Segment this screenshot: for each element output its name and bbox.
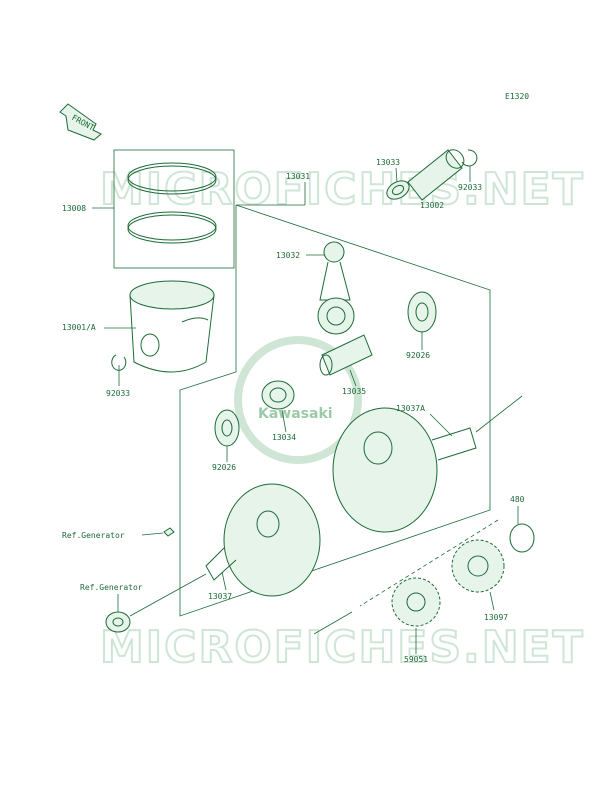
label-92026-right: 92026 xyxy=(406,351,430,360)
label-480: 480 xyxy=(510,495,525,504)
label-13033: 13033 xyxy=(376,158,400,167)
crank-pin xyxy=(319,334,373,376)
label-13034: 13034 xyxy=(272,433,296,442)
generator-nut-icon xyxy=(105,611,131,633)
kawasaki-logo: Kawasaki xyxy=(234,336,362,464)
label-13032: 13032 xyxy=(276,251,300,260)
connecting-rod xyxy=(317,241,355,335)
label-ref-generator-1: Ref.Generator xyxy=(62,531,125,540)
thrust-washer-right xyxy=(407,291,437,333)
piston-rings xyxy=(113,149,235,269)
circlip-480 xyxy=(509,523,535,553)
watermark-bottom: MICROFICHES.NET xyxy=(100,622,585,673)
crankshaft-right-half xyxy=(332,395,523,533)
label-13037a: 13037A xyxy=(396,404,425,413)
figure-code: E1320 xyxy=(505,92,529,101)
gear-59051 xyxy=(391,577,441,627)
piston xyxy=(129,280,215,373)
crankshaft-left-half xyxy=(205,483,321,597)
label-13002: 13002 xyxy=(420,201,444,210)
big-end-bearing xyxy=(261,380,295,410)
front-arrow-icon: FRONT xyxy=(59,103,102,141)
label-13097: 13097 xyxy=(484,613,508,622)
assembly-frame xyxy=(179,204,491,617)
piston-pin-clip-left xyxy=(111,354,127,371)
gear-13097 xyxy=(451,539,505,593)
label-13037: 13037 xyxy=(208,592,232,601)
small-end-bearing xyxy=(386,180,410,200)
label-13031: 13031 xyxy=(286,172,310,181)
label-ref-generator-2: Ref.Generator xyxy=(80,583,143,592)
piston-pin-clip-right xyxy=(461,149,478,167)
svg-text:Kawasaki: Kawasaki xyxy=(258,406,333,422)
label-59051: 59051 xyxy=(404,655,428,664)
woodruff-key-icon xyxy=(163,527,175,537)
label-13035: 13035 xyxy=(342,387,366,396)
label-13008: 13008 xyxy=(62,204,86,213)
watermark-top: MICROFICHES.NET xyxy=(100,164,585,215)
piston-pin xyxy=(407,149,465,201)
thrust-washer-left xyxy=(214,409,240,447)
label-92033-right: 92033 xyxy=(458,183,482,192)
label-92033-left: 92033 xyxy=(106,389,130,398)
label-13001a: 13001/A xyxy=(62,323,96,332)
label-92026-left: 92026 xyxy=(212,463,236,472)
